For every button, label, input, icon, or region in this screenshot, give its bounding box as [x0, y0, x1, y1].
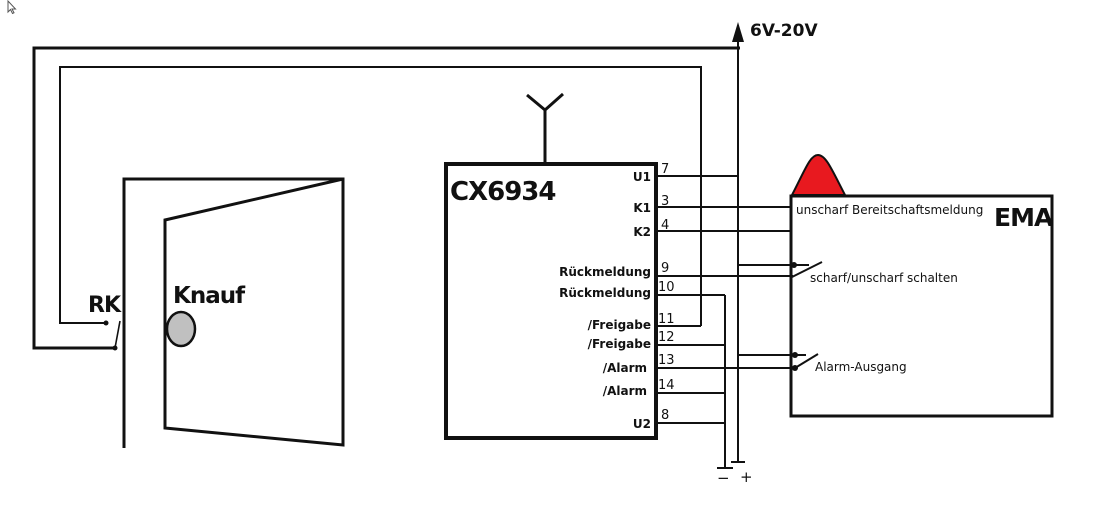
pin-number-9: 9 — [661, 261, 669, 276]
ema-box — [789, 194, 1054, 418]
module-title: CX6934 — [450, 177, 556, 207]
pin-label-k1: K1 — [633, 201, 651, 215]
wire-outer-loop — [32, 46, 740, 350]
supply-voltage-label: 6V-20V — [750, 21, 818, 41]
alarm-output-label: Alarm-Ausgang — [815, 360, 907, 374]
pin-label-rueckmeldung-1: Rückmeldung — [559, 265, 651, 279]
minus-label: − — [717, 469, 730, 487]
pin-label-freigabe-1: /Freigabe — [588, 318, 651, 332]
arm-switch — [791, 261, 823, 278]
siren-icon — [790, 153, 847, 196]
mouse-cursor-icon — [7, 0, 17, 15]
supply-arrow-icon — [732, 22, 744, 42]
alarm-output-switch — [792, 352, 819, 371]
pin-label-freigabe-2: /Freigabe — [588, 337, 651, 351]
arm-switch-label: scharf/unscharf schalten — [810, 271, 958, 285]
pin-wires — [656, 175, 795, 424]
plus-label: + — [740, 468, 753, 486]
pin-label-u2: U2 — [633, 417, 651, 431]
pin-number-7: 7 — [661, 162, 669, 177]
pin-label-u1: U1 — [633, 170, 651, 184]
pin-number-12: 12 — [658, 330, 675, 345]
pin-label-k2: K2 — [633, 225, 651, 239]
door-knob — [165, 310, 197, 348]
pin-label-rueckmeldung-2: Rückmeldung — [559, 286, 651, 300]
ema-ready-label: unscharf Bereitschaftsmeldung — [796, 203, 983, 217]
pin-number-8: 8 — [661, 408, 669, 423]
module-cx6934 — [444, 162, 658, 440]
pin-number-11: 11 — [658, 312, 675, 327]
pin-number-3: 3 — [661, 194, 669, 209]
reed-contact — [103, 320, 121, 351]
pin-number-4: 4 — [661, 218, 669, 233]
rk-label: RK — [88, 293, 122, 318]
pin-number-14: 14 — [658, 378, 675, 393]
ema-title: EMA — [994, 203, 1054, 232]
pin-label-alarm-2: /Alarm — [603, 384, 647, 398]
pin-number-13: 13 — [658, 353, 675, 368]
pin-label-alarm-1: /Alarm — [603, 361, 647, 375]
door — [122, 177, 345, 448]
wire-inner-loop — [59, 66, 702, 326]
knob-label: Knauf — [173, 283, 246, 309]
pin-number-10: 10 — [658, 280, 675, 295]
antenna-icon — [526, 92, 564, 163]
